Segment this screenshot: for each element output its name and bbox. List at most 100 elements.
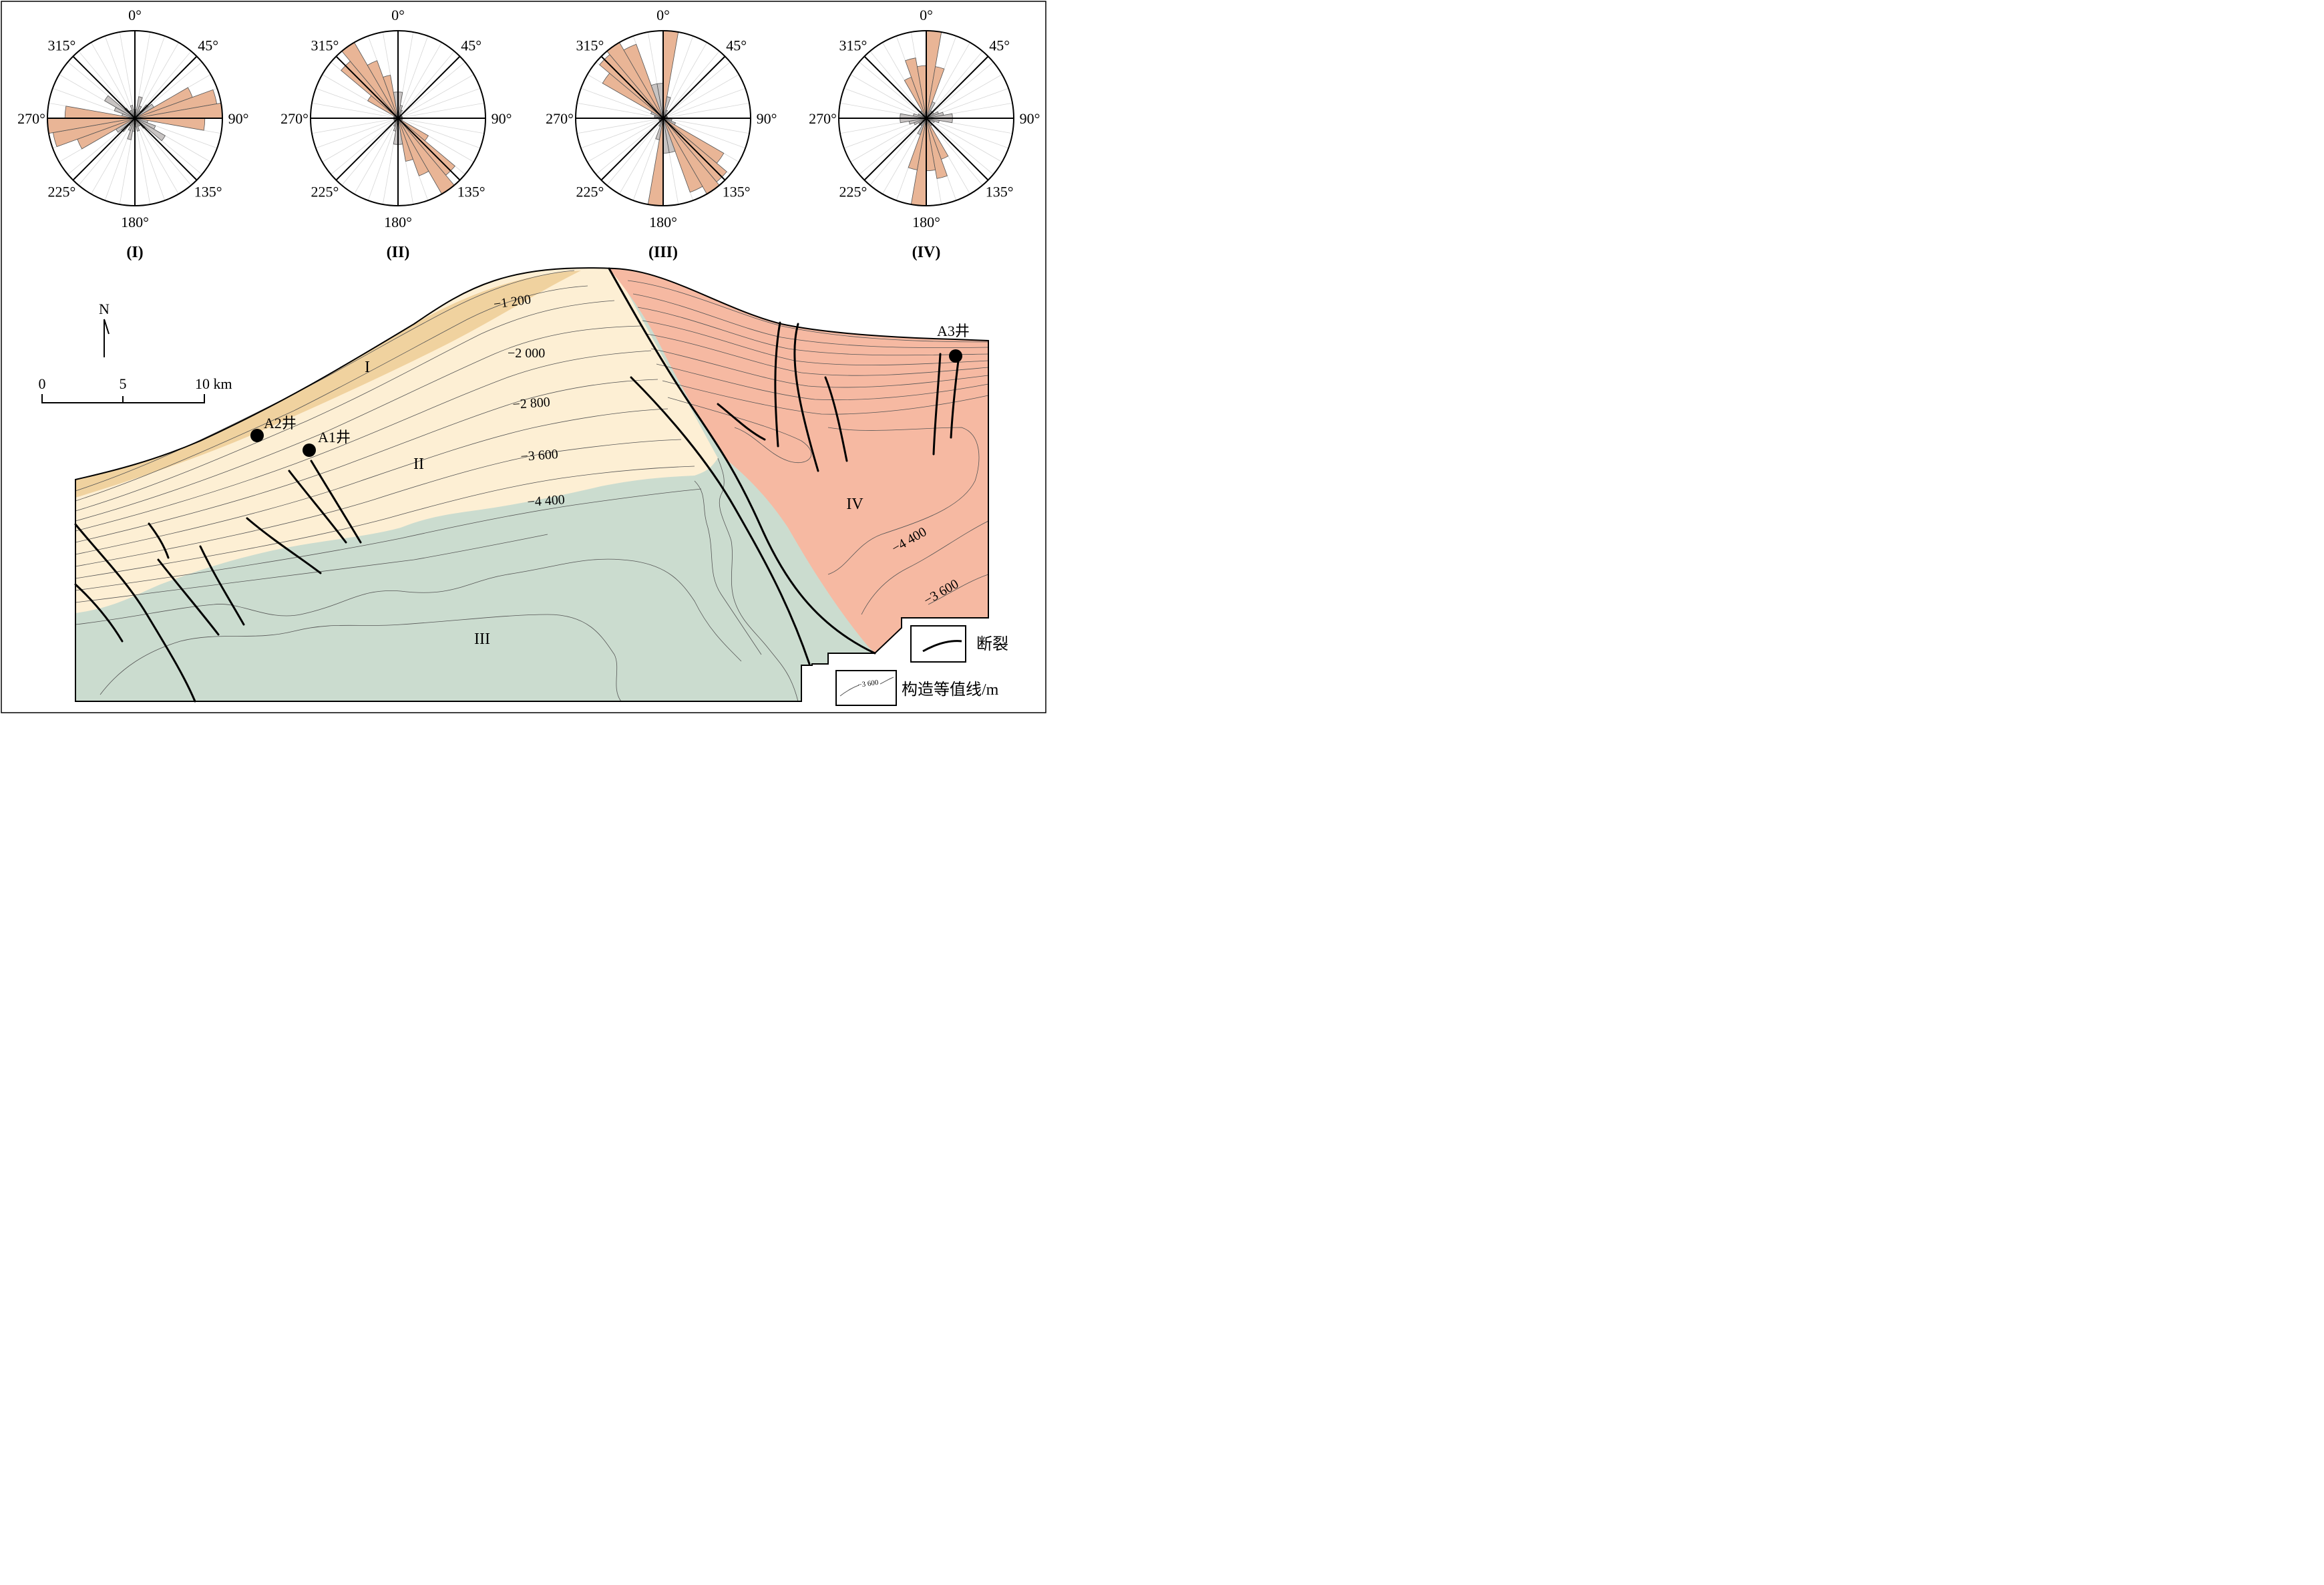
faults <box>74 267 960 703</box>
fault-line <box>288 470 347 544</box>
north-arrow-icon <box>104 319 110 357</box>
zone-II-area <box>75 268 718 613</box>
rose-gridline <box>926 118 1002 162</box>
rose-petal <box>134 118 140 132</box>
rose-gridline <box>91 118 136 194</box>
legend: 断裂 −3 600 构造等值线/m <box>835 625 1008 706</box>
rose-angle-label: 270° <box>17 110 45 127</box>
rose-angle-label: 90° <box>492 110 512 127</box>
rose-gridline <box>397 61 465 119</box>
rose-petal <box>397 118 413 162</box>
rose-gridline <box>397 35 429 119</box>
rose-gridline <box>367 118 399 201</box>
rose-angle-label: 135° <box>986 184 1014 200</box>
rose-gridline <box>134 42 179 119</box>
rose-diagram-4: 0°45°90°135°180°225°270°315°(IV) <box>809 7 1040 261</box>
rose-gridline <box>580 118 664 149</box>
rose-gridline <box>850 118 927 162</box>
rose-gridline <box>662 118 750 134</box>
rose-gridline <box>926 61 994 119</box>
map-outline <box>75 267 989 702</box>
rose-gridline <box>354 118 399 194</box>
legend-fault-symbol <box>922 640 962 653</box>
zone-label-II: II <box>413 456 424 473</box>
rose-gridline <box>662 51 720 119</box>
rose-diagrams: 0°45°90°135°180°225°270°315°(I)0°45°90°1… <box>17 7 1040 261</box>
rose-gridline <box>397 42 442 119</box>
rose-angle-label: 0° <box>920 7 933 23</box>
rose-outline <box>47 30 223 206</box>
rose-gridline <box>397 87 481 119</box>
rose-gridline <box>134 118 166 201</box>
rose-angle-label: 45° <box>198 37 218 53</box>
rose-gridline <box>859 61 927 119</box>
figure: 0°45°90°135°180°225°270°315°(I)0°45°90°1… <box>1 1 1046 713</box>
well-A1-marker[interactable] <box>303 444 316 457</box>
well-A1-label: A1井 <box>318 429 351 446</box>
rose-axis <box>335 55 461 181</box>
fault-line <box>793 323 819 472</box>
rose-gridline <box>587 118 664 162</box>
rose-angle-label: 135° <box>457 184 486 200</box>
structural-map: A2井 A1井 A3井 I II III IV −1 200 −2 000 −2… <box>39 267 1008 706</box>
rose-gridline <box>926 74 1002 119</box>
rose-petal <box>926 118 948 179</box>
rose-gridline <box>311 118 399 134</box>
rose-petal <box>662 118 703 193</box>
contour-label: −2 000 <box>508 346 545 361</box>
rose-petal <box>367 60 399 119</box>
rose-angle-label: 180° <box>384 214 412 230</box>
rose-angle-label: 225° <box>47 184 75 200</box>
rose-outline <box>310 30 486 206</box>
rose-outline <box>575 30 751 206</box>
rose-gridline <box>926 118 1009 149</box>
rose-angle-label: 225° <box>576 184 604 200</box>
rose-angle-label: 270° <box>546 110 574 127</box>
fault-line <box>246 517 322 574</box>
scale-label-0: 0 <box>39 375 46 392</box>
rose-diagram-3: 0°45°90°135°180°225°270°315°(III) <box>546 7 777 261</box>
rose-angle-label: 0° <box>391 7 405 23</box>
rose-petal <box>623 43 664 119</box>
rose-angle-label: 90° <box>228 110 249 127</box>
legend-contour-sample: −3 600 <box>857 679 880 689</box>
well-A2-marker[interactable] <box>250 429 264 442</box>
contour-label: −2 800 <box>512 395 551 412</box>
rose-gridline <box>869 118 927 186</box>
rose-petal <box>104 95 136 119</box>
rose-gridline <box>315 87 399 119</box>
rose-gridline <box>315 118 399 149</box>
rose-gridline <box>397 51 455 119</box>
rose-caption: (III) <box>648 244 678 261</box>
rose-angle-label: 315° <box>311 37 339 53</box>
fault-line <box>157 558 220 636</box>
rose-angle-label: 270° <box>280 110 309 127</box>
scale-bar: 0 5 10 km <box>39 375 232 403</box>
well-A3-marker[interactable] <box>949 349 962 363</box>
rose-gridline <box>78 51 136 119</box>
rose-angle-label: 90° <box>757 110 777 127</box>
rose-axis <box>72 55 198 181</box>
rose-gridline <box>341 118 399 186</box>
scale-label-5: 5 <box>120 375 127 392</box>
rose-petal <box>130 105 136 119</box>
rose-angle-label: 315° <box>576 37 604 53</box>
rose-gridline <box>580 87 664 119</box>
rose-angle-label: 180° <box>121 214 149 230</box>
rose-petal <box>905 57 927 119</box>
rose-gridline <box>606 118 664 186</box>
legend-fault-label: 断裂 <box>976 635 1008 653</box>
fault-line <box>199 545 245 626</box>
rose-gridline <box>662 42 707 119</box>
fault-line <box>630 376 811 665</box>
rose-diagram-1: 0°45°90°135°180°225°270°315°(I) <box>17 7 248 261</box>
rose-angle-label: 45° <box>726 37 747 53</box>
rose-gridline <box>662 61 731 119</box>
zone-label-III: III <box>474 631 490 648</box>
rose-gridline <box>331 118 399 175</box>
rose-diagram-2: 0°45°90°135°180°225°270°315°(II) <box>280 7 512 261</box>
rose-axis <box>863 55 989 181</box>
rose-gridline <box>662 74 739 119</box>
rose-outline <box>838 30 1014 206</box>
zone-label-IV: IV <box>846 496 863 513</box>
